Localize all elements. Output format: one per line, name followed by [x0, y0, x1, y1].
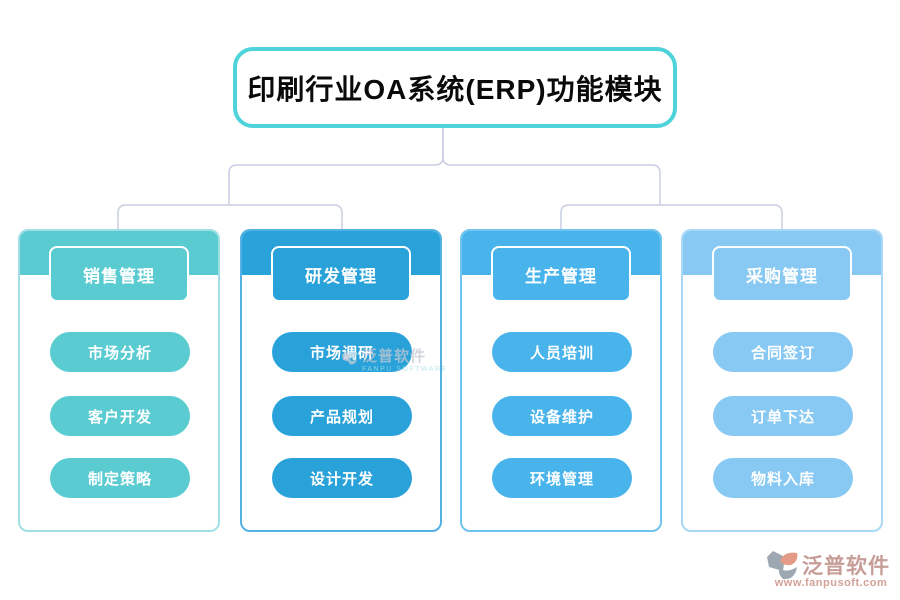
module-pill-contract-signing: 合同签订 [713, 332, 853, 372]
module-pill-strategy-making: 制定策略 [50, 458, 190, 498]
connector-branch-left [117, 204, 343, 230]
module-pill-environment-management: 环境管理 [492, 458, 632, 498]
module-pill-personnel-training: 人员培训 [492, 332, 632, 372]
column-header-production: 生产管理 [491, 246, 631, 302]
connector-branch-right [560, 204, 783, 230]
connector-root-right [442, 128, 661, 205]
column-procurement-management: 采购管理 合同签订 订单下达 物料入库 [681, 229, 883, 532]
brand-url: www.fanpusoft.com [774, 577, 888, 589]
column-header-procurement: 采购管理 [712, 246, 852, 302]
connector-root-left [228, 128, 444, 205]
module-pill-market-research: 市场调研 [272, 332, 412, 372]
module-pill-market-analysis: 市场分析 [50, 332, 190, 372]
column-header-rd: 研发管理 [271, 246, 411, 302]
column-header-sales: 销售管理 [49, 246, 189, 302]
connector-group [117, 128, 783, 230]
module-pill-design-development: 设计开发 [272, 458, 412, 498]
diagram-title: 印刷行业OA系统(ERP)功能模块 [247, 73, 663, 105]
brand-name: 泛普软件 [802, 555, 890, 578]
diagram-title-box: 印刷行业OA系统(ERP)功能模块 [233, 47, 677, 128]
fanpu-logo-icon [767, 551, 798, 580]
module-pill-order-issuing: 订单下达 [713, 396, 853, 436]
column-rd-management: 研发管理 市场调研 产品规划 设计开发 [240, 229, 442, 532]
module-pill-equipment-maintenance: 设备维护 [492, 396, 632, 436]
column-production-management: 生产管理 人员培训 设备维护 环境管理 [460, 229, 662, 532]
column-sales-management: 销售管理 市场分析 客户开发 制定策略 [18, 229, 220, 532]
module-pill-customer-development: 客户开发 [50, 396, 190, 436]
brand-logo: 泛普软件 www.fanpusoft.com [764, 546, 894, 594]
module-pill-material-warehousing: 物料入库 [713, 458, 853, 498]
module-pill-product-planning: 产品规划 [272, 396, 412, 436]
